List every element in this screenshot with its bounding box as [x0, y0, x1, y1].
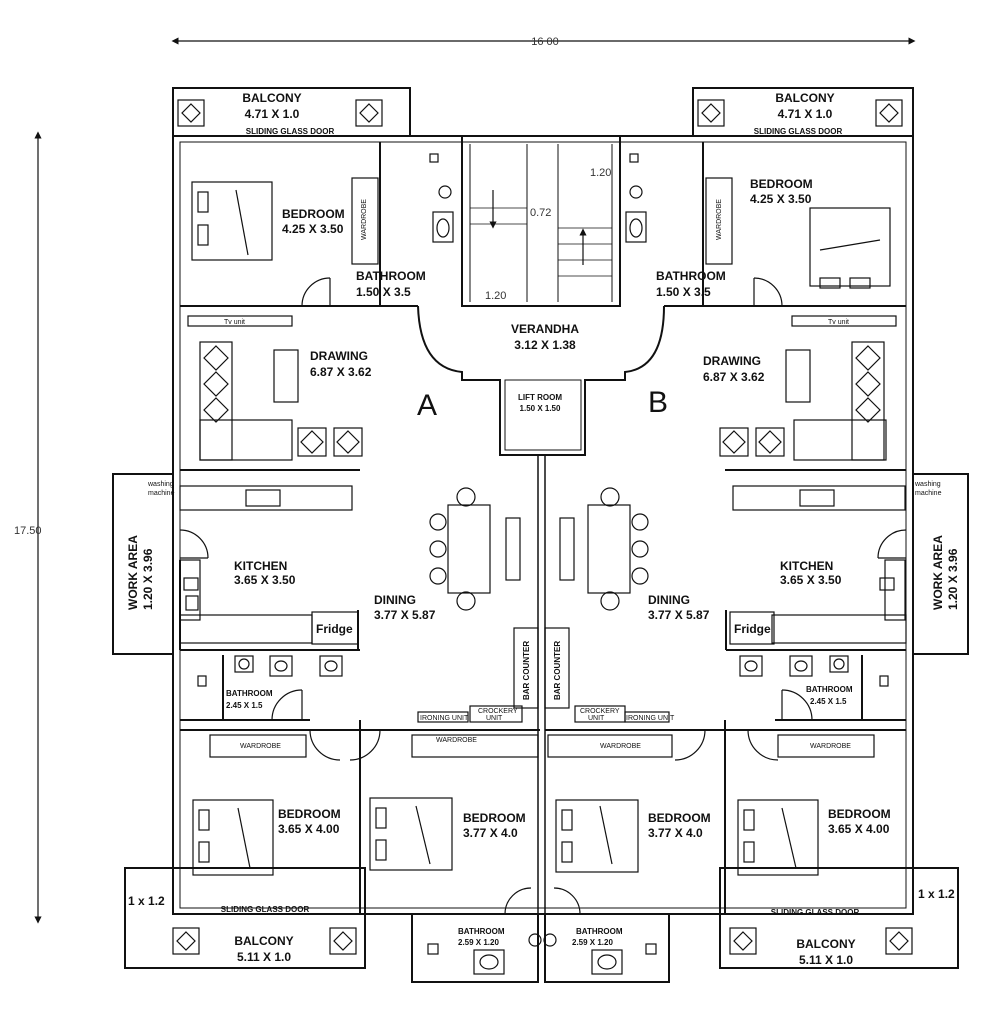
furniture: [172, 99, 913, 975]
wardrobe-lm: WARDROBE: [436, 737, 477, 744]
washing-right-line1: washing: [914, 481, 941, 488]
unit-b-label: B: [648, 386, 668, 419]
bedroom-top-right-name: BEDROOM: [750, 177, 813, 191]
bathroom-mid-left-size: 2.45 X 1.5: [226, 701, 263, 710]
stair-dimension-top: 1.20: [590, 167, 611, 179]
lift-name: LIFT ROOM: [518, 393, 562, 402]
bedroom-br-size: 3.65 X 4.00: [828, 822, 890, 836]
washing-left-line1: washing: [147, 481, 174, 488]
balcony-top-right-name: BALCONY: [775, 91, 834, 105]
crockery-right-line1: CROCKERY: [580, 708, 620, 715]
balcony-bottom-left-size: 5.11 X 1.0: [237, 950, 291, 964]
work-left-name: WORK AREA: [126, 535, 140, 610]
ledge-left: 1 x 1.2: [128, 894, 165, 908]
width-dimension: 16 00: [531, 36, 559, 48]
bathroom-bottom-right-name: BATHROOM: [576, 927, 623, 936]
drawing-right-size: 6.87 X 3.62: [703, 370, 765, 384]
ironing-unit-right: IRONING UNIT: [626, 715, 675, 722]
verandha-name: VERANDHA: [511, 322, 579, 336]
wardrobe-top-left: WARDROBE: [361, 199, 368, 240]
walls: [112, 87, 969, 983]
sliding-door-bottom-right: SLIDING GLASS DOOR: [771, 908, 860, 917]
bedroom-bmr-size: 3.77 X 4.0: [648, 826, 703, 840]
work-left-size: 1.20 X 3.96: [141, 548, 155, 610]
bathroom-top-right-name: BATHROOM: [656, 269, 726, 283]
drawing-right-name: DRAWING: [703, 354, 761, 368]
dimension-lines: [34, 37, 916, 924]
bathroom-bottom-left-size: 2.59 X 1.20: [458, 938, 499, 947]
dining-left-name: DINING: [374, 593, 416, 607]
work-right-name: WORK AREA: [931, 535, 945, 610]
ironing-unit-left: IRONING UNIT: [420, 715, 469, 722]
bedroom-top-left-name: BEDROOM: [282, 207, 345, 221]
balcony-bottom-left-name: BALCONY: [234, 934, 293, 948]
dining-right-size: 3.77 X 5.87: [648, 608, 710, 622]
balcony-bottom-right-size: 5.11 X 1.0: [799, 953, 853, 967]
wardrobe-rr: WARDROBE: [810, 743, 851, 750]
bathroom-top-left-size: 1.50 X 3.5: [356, 285, 411, 299]
wardrobe-top-right: WARDROBE: [716, 199, 723, 240]
bathroom-top-left-name: BATHROOM: [356, 269, 426, 283]
balcony-top-left-name: BALCONY: [242, 91, 301, 105]
balcony-top-right-size: 4.71 X 1.0: [778, 107, 833, 121]
tv-unit-right: Tv unit: [828, 319, 849, 326]
ledge-right: 1 x 1.2: [918, 887, 955, 901]
verandha-size: 3.12 X 1.38: [514, 338, 576, 352]
bathroom-top-right-size: 1.50 X 3.5: [656, 285, 711, 299]
sliding-door-top-right: SLIDING GLASS DOOR: [754, 127, 843, 136]
dining-right-name: DINING: [648, 593, 690, 607]
balcony-top-left-size: 4.71 X 1.0: [245, 107, 300, 121]
fridge-right: Fridge: [734, 622, 771, 636]
wardrobe-ll: WARDROBE: [240, 743, 281, 750]
bedroom-bmr-name: BEDROOM: [648, 811, 711, 825]
washing-left-line2: machine: [148, 490, 175, 497]
bar-counter-left: BAR COUNTER: [522, 641, 531, 700]
stair-dimension-bottom: 1.20: [485, 290, 506, 302]
labels: BALCONY 4.71 X 1.0 BALCONY 4.71 X 1.0 SL…: [126, 91, 960, 967]
bedroom-bml-name: BEDROOM: [463, 811, 526, 825]
bathroom-mid-right-name: BATHROOM: [806, 685, 853, 694]
bathroom-mid-right-size: 2.45 X 1.5: [810, 697, 847, 706]
bathroom-mid-left-name: BATHROOM: [226, 689, 273, 698]
bar-counter-right: BAR COUNTER: [553, 641, 562, 700]
drawing-left-name: DRAWING: [310, 349, 368, 363]
fridge-left: Fridge: [316, 622, 353, 636]
unit-a-label: A: [417, 389, 437, 422]
doors: [179, 277, 907, 915]
sliding-door-bottom-left: SLIDING GLASS DOOR: [221, 905, 310, 914]
bedroom-br-name: BEDROOM: [828, 807, 891, 821]
kitchen-right-size: 3.65 X 3.50: [780, 573, 842, 587]
bedroom-bl-size: 3.65 X 4.00: [278, 822, 340, 836]
kitchen-left-name: KITCHEN: [234, 559, 287, 573]
bathroom-bottom-left-name: BATHROOM: [458, 927, 505, 936]
crockery-left-line2: UNIT: [486, 715, 503, 722]
bedroom-bl-name: BEDROOM: [278, 807, 341, 821]
bedroom-bml-size: 3.77 X 4.0: [463, 826, 518, 840]
bedroom-top-right-size: 4.25 X 3.50: [750, 192, 812, 206]
height-dimension: 17.50: [14, 525, 42, 537]
sliding-door-top-left: SLIDING GLASS DOOR: [246, 127, 335, 136]
work-right-size: 1.20 X 3.96: [946, 548, 960, 610]
tv-unit-left: Tv unit: [224, 319, 245, 326]
lift-size: 1.50 X 1.50: [520, 404, 561, 413]
balcony-bottom-right-name: BALCONY: [796, 937, 855, 951]
crockery-right-line2: UNIT: [588, 715, 605, 722]
stair-dimension-mid: 0.72: [530, 207, 551, 219]
kitchen-left-size: 3.65 X 3.50: [234, 573, 296, 587]
dining-left-size: 3.77 X 5.87: [374, 608, 436, 622]
bedroom-top-left-size: 4.25 X 3.50: [282, 222, 344, 236]
drawing-left-size: 6.87 X 3.62: [310, 365, 372, 379]
wardrobe-rm: WARDROBE: [600, 743, 641, 750]
kitchen-right-name: KITCHEN: [780, 559, 833, 573]
crockery-left-line1: CROCKERY: [478, 708, 518, 715]
bathroom-bottom-right-size: 2.59 X 1.20: [572, 938, 613, 947]
washing-right-line2: machine: [915, 490, 942, 497]
